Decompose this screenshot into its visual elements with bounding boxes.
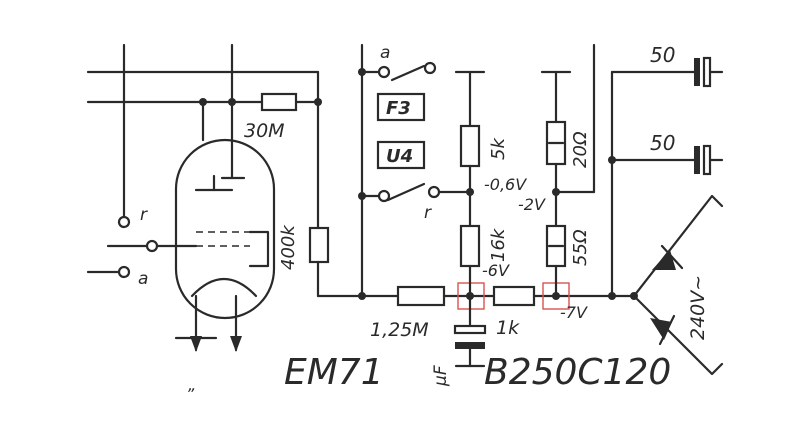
label-switch-r: r bbox=[140, 205, 148, 225]
tail-mark: „ bbox=[188, 375, 196, 394]
pin-arrow-left bbox=[190, 336, 202, 352]
capacitor-50-top-plate bbox=[694, 58, 700, 86]
switch-top-contact bbox=[377, 65, 391, 79]
label-box-f3 bbox=[376, 92, 426, 122]
label-400k: 400k bbox=[278, 224, 299, 270]
label-30M: 30M bbox=[244, 120, 285, 142]
tube-grid-lead bbox=[248, 230, 270, 268]
text-u4: U4 bbox=[386, 146, 413, 167]
label-tube-em71: EM71 bbox=[284, 352, 384, 393]
label-125M: 1,25M bbox=[370, 319, 429, 341]
resistor-5k bbox=[459, 124, 481, 168]
label-55ohm: 55Ω bbox=[570, 229, 591, 266]
capacitor-50-bottom-plate bbox=[694, 146, 700, 174]
resistor-1k bbox=[492, 285, 536, 307]
label-v-6: -6V bbox=[482, 261, 510, 280]
label-20ohm: 20Ω bbox=[570, 131, 591, 168]
label-v-2: -2V bbox=[518, 195, 546, 214]
diode-upper-bar bbox=[660, 244, 684, 270]
label-16k: 16k bbox=[488, 227, 509, 262]
label-1k: 1k bbox=[496, 317, 520, 339]
junction-dot bbox=[608, 156, 616, 164]
resistor-125M bbox=[396, 285, 446, 307]
label-switch-a: a bbox=[138, 269, 148, 289]
diode-lower bbox=[650, 318, 672, 340]
switch-mid-pivot bbox=[427, 185, 441, 199]
switch-mid-arm bbox=[386, 182, 426, 202]
junction-dot bbox=[314, 98, 322, 106]
diode-lower-bar bbox=[658, 314, 676, 346]
resistor-30M bbox=[260, 92, 298, 112]
tube-envelope bbox=[174, 138, 276, 320]
switch-top-arm bbox=[390, 64, 426, 82]
label-switch-a-top: a bbox=[380, 43, 390, 63]
label-rectifier-b250c120: B250C120 bbox=[484, 352, 671, 393]
junction-dot bbox=[228, 98, 236, 106]
switch-pivot bbox=[145, 239, 159, 253]
diode-upper bbox=[652, 250, 676, 270]
label-5k: 5k bbox=[488, 137, 509, 160]
switch-contact-a bbox=[117, 265, 131, 279]
label-cap-50-top: 50 bbox=[650, 43, 675, 67]
junction-dot bbox=[199, 98, 207, 106]
resistor-16k bbox=[459, 224, 481, 268]
label-v-06: -0,6V bbox=[484, 175, 527, 194]
label-v-7: -7V bbox=[560, 303, 588, 322]
label-cap-50-bottom: 50 bbox=[650, 131, 675, 155]
label-switch-r-mid: r bbox=[424, 203, 432, 223]
resistor-400k bbox=[308, 226, 330, 264]
text-f3: F3 bbox=[386, 98, 411, 119]
pin-arrow-right bbox=[230, 336, 242, 352]
switch-contact-r bbox=[117, 215, 131, 229]
tube-cathode-arc bbox=[190, 277, 258, 298]
junction-dot bbox=[466, 188, 474, 196]
label-box-u4 bbox=[376, 140, 426, 170]
label-cap-unit: μF bbox=[431, 365, 451, 387]
capacitor-plate-top bbox=[453, 324, 487, 335]
switch-top-pivot bbox=[423, 61, 437, 75]
label-mains: 240V~ bbox=[687, 275, 709, 340]
capacitor-plate-bottom bbox=[455, 342, 485, 349]
